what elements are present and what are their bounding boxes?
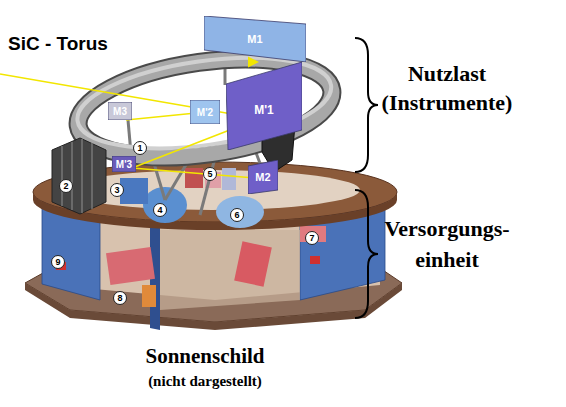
callout-number: 4: [152, 203, 168, 217]
equipment-box: [234, 241, 272, 286]
part-label: SiC - Torus: [8, 34, 148, 55]
mirror-surface: [190, 100, 220, 124]
instrument-dome: [143, 187, 187, 223]
mirror-surface: [226, 62, 302, 150]
part-label: Sonnenschild: [105, 344, 305, 369]
light-beam: [0, 74, 255, 178]
callout-number: 7: [304, 231, 320, 245]
mirror: M'2: [190, 100, 220, 124]
equipment-box: [142, 285, 156, 307]
radiator-fins: [62, 139, 92, 213]
callout-circles: [52, 142, 319, 305]
mirror-label: M2: [255, 171, 270, 183]
equipment-box: [106, 247, 155, 285]
mirror: M2: [248, 160, 278, 194]
note-label: (nicht dargestellt): [105, 372, 305, 390]
callout-number: 2: [58, 179, 74, 193]
mirror: M3: [108, 102, 132, 120]
bracket-label: Nutzlast (Instrumente): [372, 60, 522, 117]
inner-wall: [160, 230, 300, 310]
instrument-box: [185, 168, 203, 188]
thruster: [310, 256, 320, 264]
mirror-label: M'3: [116, 159, 132, 170]
bracket-label: Versorgungs- einheit: [372, 214, 522, 276]
mirror-label: M1: [247, 33, 262, 45]
mirror: M1: [204, 16, 306, 62]
mirror-surface: [204, 16, 306, 62]
instrument-box: [120, 178, 148, 204]
instrument-box: [222, 168, 236, 190]
callout-number: 9: [50, 255, 66, 269]
mirror-surface: [112, 156, 136, 172]
mirror-surface: [108, 102, 132, 120]
radiator-panel: [52, 138, 106, 214]
mirror-label: M'1: [254, 103, 274, 117]
callout-number: 5: [202, 167, 218, 181]
mirror-label: M3: [113, 106, 127, 117]
mirror: M'1: [226, 62, 302, 150]
callout-number: 1: [132, 141, 148, 155]
sic-torus: [72, 44, 338, 172]
mirror: M'3: [112, 156, 136, 172]
mirror-label: M'2: [197, 107, 213, 118]
callout-number: 8: [112, 291, 128, 305]
callout-number: 6: [229, 208, 245, 222]
instrument-dome: [216, 196, 264, 228]
bracket: [355, 38, 378, 318]
callout-number: 3: [109, 183, 125, 197]
mirror-surface: [248, 160, 278, 194]
